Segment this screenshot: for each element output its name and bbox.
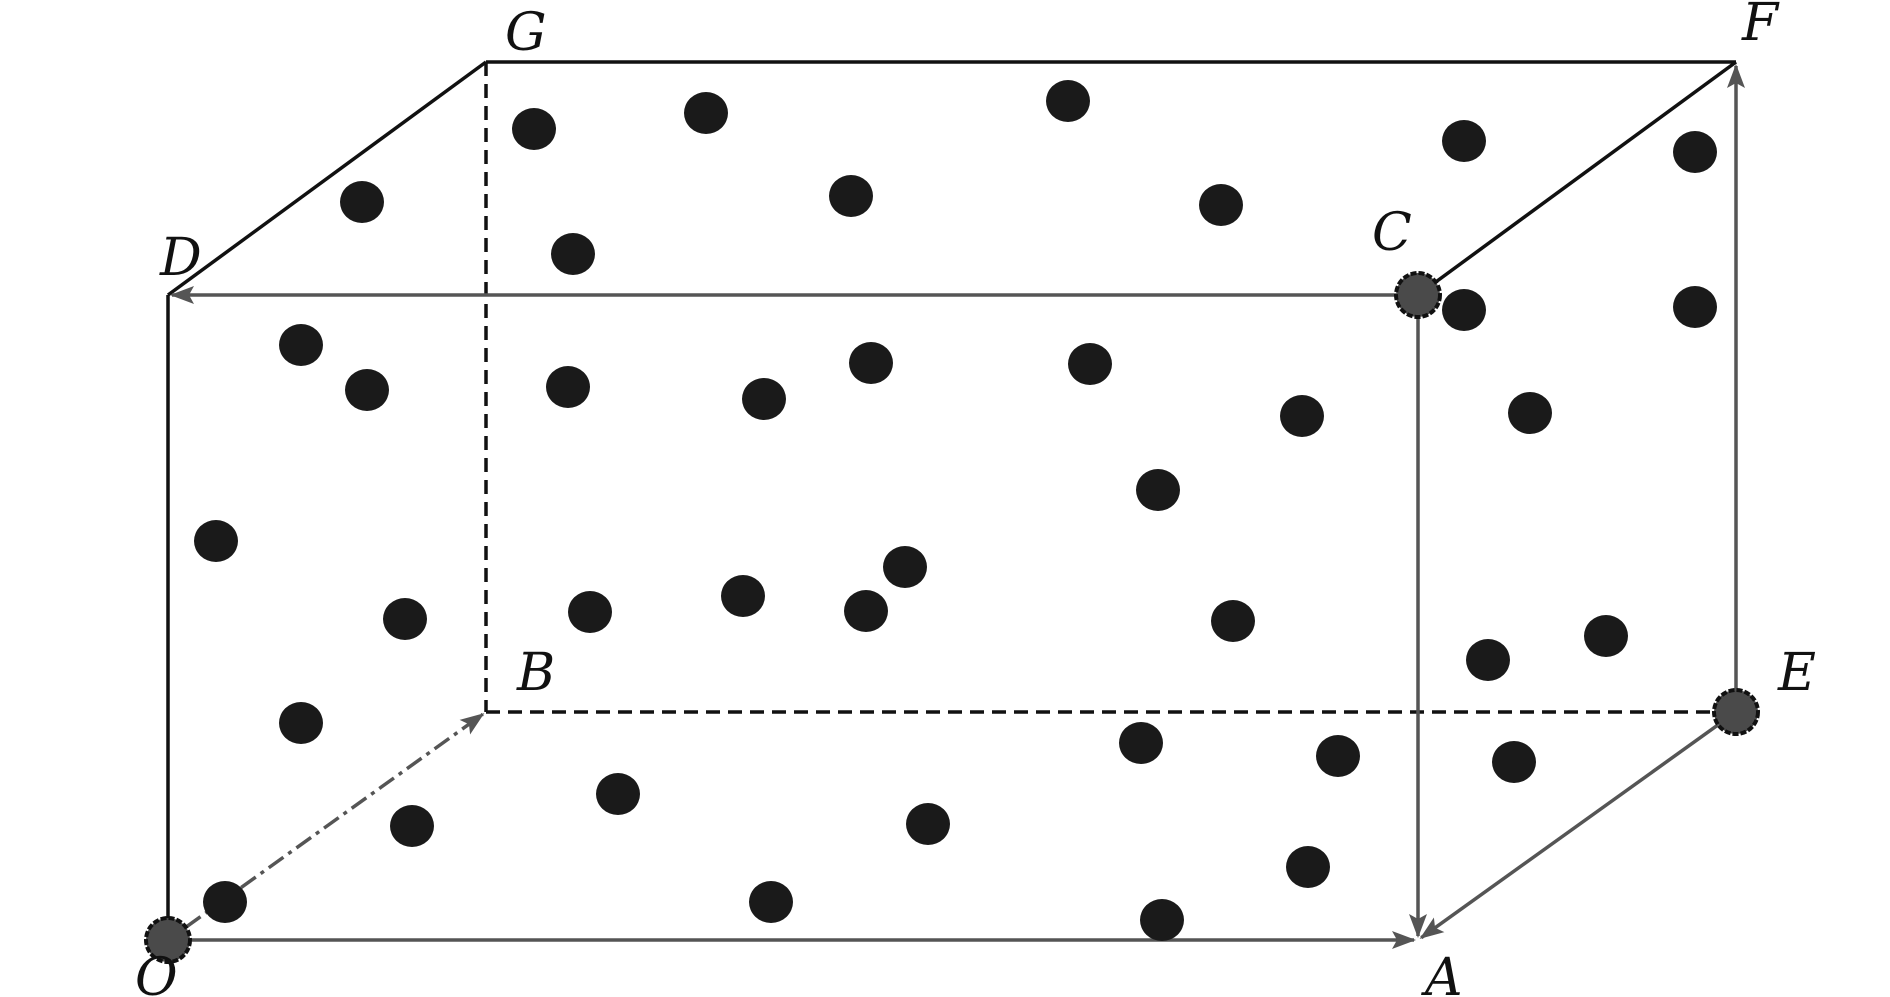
particle xyxy=(1673,131,1717,173)
vertex-label-D: D xyxy=(159,228,202,288)
particle xyxy=(749,881,793,923)
particle xyxy=(1673,286,1717,328)
particle xyxy=(596,773,640,815)
particle xyxy=(1442,120,1486,162)
particle xyxy=(1442,289,1486,331)
marked-point-E xyxy=(1712,688,1760,736)
particle xyxy=(1199,184,1243,226)
particle xyxy=(546,366,590,408)
vertex-labels: O A B C D E F G xyxy=(135,0,1816,997)
particle xyxy=(345,369,389,411)
particle xyxy=(742,378,786,420)
gas-particles xyxy=(194,80,1717,941)
particle xyxy=(883,546,927,588)
vertex-label-A: A xyxy=(1421,948,1463,997)
particle xyxy=(1466,639,1510,681)
particle xyxy=(684,92,728,134)
particle xyxy=(1211,600,1255,642)
particle xyxy=(1492,741,1536,783)
particle xyxy=(1584,615,1628,657)
vertex-label-O: O xyxy=(135,948,178,997)
vertex-label-F: F xyxy=(1741,0,1780,53)
vertex-label-C: C xyxy=(1372,203,1412,263)
particle xyxy=(906,803,950,845)
edge-DG xyxy=(166,60,488,297)
particle xyxy=(203,881,247,923)
cuboid-edges xyxy=(166,60,1738,940)
particle xyxy=(1508,392,1552,434)
vector-EA xyxy=(1419,723,1720,940)
marked-point-C xyxy=(1394,271,1442,319)
particle xyxy=(390,805,434,847)
cuboid-vectors xyxy=(170,64,1745,949)
particle xyxy=(383,598,427,640)
particle xyxy=(721,575,765,617)
particle xyxy=(1280,395,1324,437)
vertex-label-G: G xyxy=(505,3,547,63)
particle xyxy=(1316,735,1360,777)
particle xyxy=(1286,846,1330,888)
particle xyxy=(551,233,595,275)
particle xyxy=(194,520,238,562)
particle xyxy=(340,181,384,223)
particle xyxy=(279,324,323,366)
vertex-label-B: B xyxy=(516,643,555,703)
particle xyxy=(829,175,873,217)
particle xyxy=(1119,722,1163,764)
edge-CF xyxy=(1416,60,1738,297)
vertex-label-E: E xyxy=(1777,643,1816,703)
particle xyxy=(1136,469,1180,511)
marked-point-O xyxy=(144,916,192,964)
particle xyxy=(1140,899,1184,941)
particle xyxy=(849,342,893,384)
marked-vertices xyxy=(144,271,1760,964)
particle xyxy=(1046,80,1090,122)
particle xyxy=(279,702,323,744)
particle xyxy=(844,590,888,632)
particle xyxy=(512,108,556,150)
particle xyxy=(568,591,612,633)
particle xyxy=(1068,343,1112,385)
